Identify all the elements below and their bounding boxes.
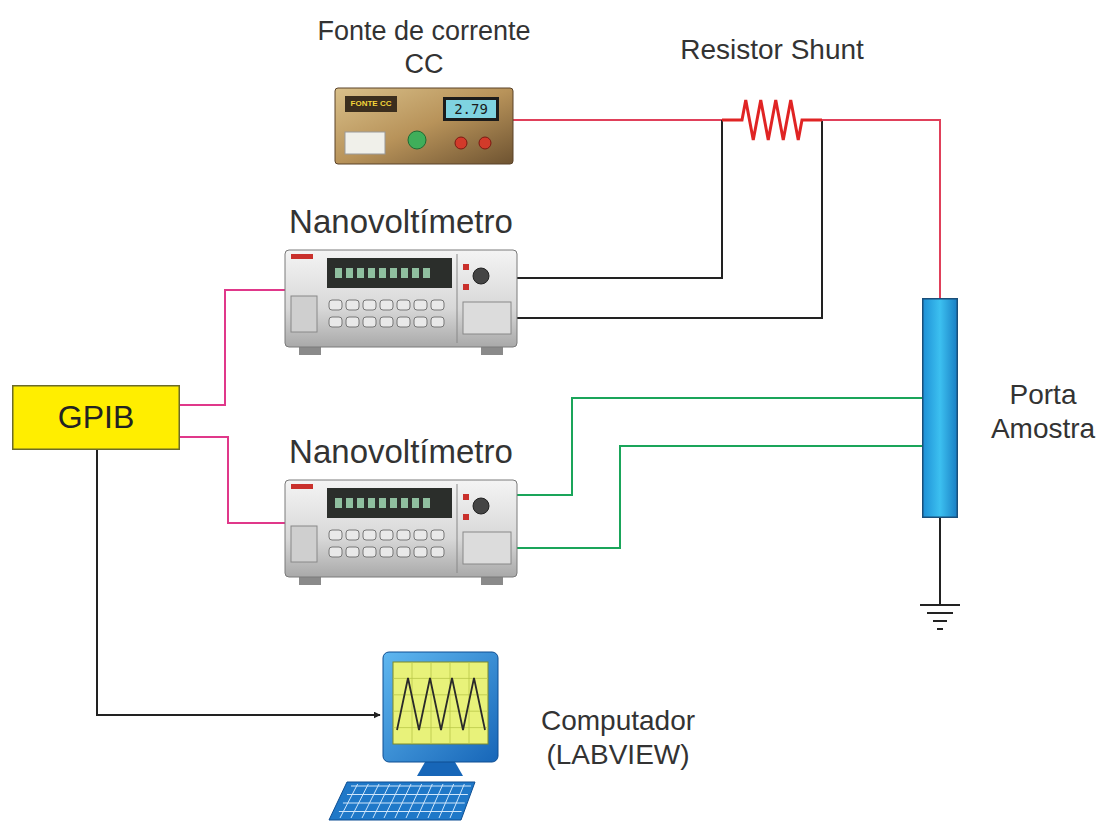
- wire: [517, 120, 722, 278]
- current-source: Fonte de corrente CCFONTE CC2.79: [335, 88, 513, 164]
- panel-label: FONTE CC: [345, 96, 397, 112]
- device-label: Resistor Shunt: [652, 33, 892, 67]
- computer-art: [380, 652, 498, 764]
- resistor-symbol: Resistor Shunt: [722, 95, 822, 145]
- nanovoltmeter-art: [285, 480, 517, 585]
- nanovoltmeter-art: [285, 250, 517, 355]
- device-label: Nanovoltímetro: [265, 202, 537, 242]
- device-label: Nanovoltímetro: [265, 432, 537, 472]
- device-label: Porta Amostra: [982, 378, 1104, 445]
- resistor-symbol-art: [722, 95, 822, 145]
- sample-holder: Porta Amostra: [922, 298, 958, 518]
- wire: [517, 120, 822, 318]
- device-label: Fonte de corrente CC: [315, 15, 533, 80]
- ground-symbol: [920, 518, 960, 629]
- device-label: Computador (LABVIEW): [508, 704, 728, 771]
- display-reading: 2.79: [446, 100, 496, 118]
- wire: [517, 446, 922, 548]
- sample-holder-art: [922, 298, 958, 518]
- wire: [822, 120, 940, 298]
- nanovoltmeter: Nanovoltímetro: [285, 480, 517, 585]
- wire: [180, 437, 285, 523]
- nanovoltmeter: Nanovoltímetro: [285, 250, 517, 355]
- box-label: GPIB: [12, 385, 180, 450]
- computer: Computador (LABVIEW): [380, 652, 498, 764]
- wire: [513, 119, 722, 121]
- gpib-box: GPIB: [12, 385, 180, 450]
- wire: [180, 290, 285, 405]
